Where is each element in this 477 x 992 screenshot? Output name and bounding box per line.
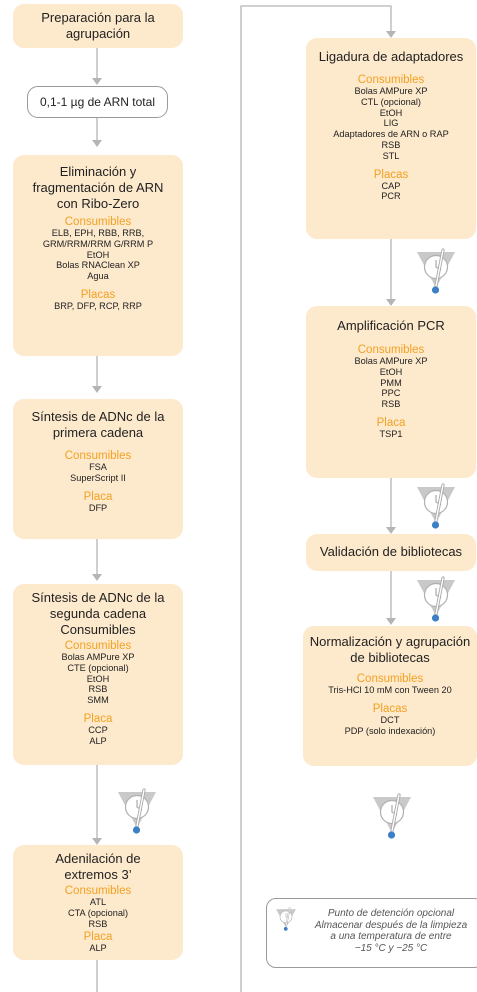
elim-box: Eliminación y fragmentación de ARN con R… <box>13 155 183 356</box>
adenyl-plates-list: ALP <box>13 943 183 954</box>
consumable-item: EtOH <box>86 673 110 684</box>
legend-line: Almacenar después de la limpieza <box>314 919 468 931</box>
stop-point-icon <box>417 248 455 294</box>
plate-item: ALP <box>89 735 107 746</box>
consumable-item: RSB <box>381 139 401 150</box>
consumable-item: RSB <box>381 399 401 410</box>
consumable-item: PMM <box>380 377 402 388</box>
consumable-item: ELB, EPH, RBB, RRB, <box>51 228 145 238</box>
legend-text: Punto de detención opcional Almacenar de… <box>303 908 477 954</box>
elim-plates-list: BRP, DFP, RCP, RRP <box>13 301 183 312</box>
legend-line: −15 °C y −25 °C <box>354 942 428 954</box>
legend-line: Punto de detención opcional <box>327 908 455 919</box>
stop-point-icon <box>373 793 411 839</box>
consumable-item: SMM <box>87 695 109 706</box>
adenyl-consumables-header: Consumibles <box>64 885 132 897</box>
legend-box: Punto de detención opcional Almacenar de… <box>266 898 477 968</box>
consumable-item: Bolas AMPure XP <box>61 652 135 662</box>
consumable-item: Adaptadores de ARN o RAP <box>333 129 449 140</box>
consumable-item: ATL <box>89 897 107 907</box>
first-plates-header: Placa <box>83 490 113 503</box>
consumable-item: EtOH <box>379 107 403 118</box>
stop-point-legend-icon <box>276 907 296 931</box>
consumable-item: PPC <box>381 388 401 399</box>
consumable-item: Bolas RNAClean XP <box>56 260 140 271</box>
second-strand-title: Síntesis de ADNc de la segunda cadena Co… <box>31 590 165 637</box>
consumable-item: CTL (opcional) <box>361 96 421 107</box>
stop-point-icon <box>417 576 455 622</box>
ligation-title: Ligadura de adaptadores <box>318 49 464 64</box>
prep-title: Preparación para la agrupación <box>41 10 155 41</box>
second-consumables-header: Consumibles <box>64 640 132 652</box>
pcr-plates-header: Placa <box>376 416 406 429</box>
first-plates-list: DFP <box>13 503 183 514</box>
consumable-item: EtOH <box>86 249 110 260</box>
legend-line: a una temperatura de entre <box>330 931 452 943</box>
normal-consumables-list: Tris-HCl 10 mM con Tween 20 <box>303 685 477 696</box>
consumable-item: LIG <box>383 118 399 129</box>
plate-item: PDP (solo indexación) <box>344 725 436 736</box>
consumable-item: GRM/RRM/RRM G/RRM P <box>42 238 154 249</box>
pcr-title: Amplificación PCR <box>337 318 445 333</box>
consumable-item: RSB <box>88 684 108 695</box>
ligation-box: Ligadura de adaptadores Consumibles Bola… <box>306 38 476 239</box>
elim-plates-header: Placas <box>80 288 116 301</box>
adenylation-box: Adenilación de extremos 3’ Consumibles A… <box>13 845 183 960</box>
plate-item: CCP <box>88 724 108 735</box>
normal-plates-header: Placas <box>372 702 408 715</box>
consumable-item: RSB <box>88 918 108 929</box>
consumable-item: STL <box>382 150 400 161</box>
plate-item: ALP <box>89 943 107 954</box>
consumable-item: FSA <box>89 462 107 472</box>
pcr-plates-list: TSP1 <box>306 429 476 440</box>
consumable-item: CTE (opcional) <box>67 662 129 673</box>
rna-input-label: 0,1-1 µg de ARN total <box>40 95 155 109</box>
validation-title: Validación de bibliotecas <box>319 544 463 559</box>
consumable-item: Agua <box>87 271 109 282</box>
second-plates-header: Placa <box>83 712 113 725</box>
plate-item: BRP, DFP, RCP, RRP <box>54 300 142 311</box>
first-strand-title: Síntesis de ADNc de la primera cadena <box>31 409 165 440</box>
second-strand-box: Síntesis de ADNc de la segunda cadena Co… <box>13 584 183 765</box>
plate-item: PCR <box>381 191 401 202</box>
plate-item: DFP <box>88 502 108 513</box>
elim-title: Eliminación y fragmentación de ARN con R… <box>32 164 164 211</box>
rna-input-box: 0,1-1 µg de ARN total <box>27 86 168 118</box>
consumable-item: Tris-HCl 10 mM con Tween 20 <box>328 685 452 695</box>
normalization-box: Normalización y agrupación de biblioteca… <box>303 626 477 766</box>
consumable-item: Bolas AMPure XP <box>354 356 428 366</box>
consumable-item: CTA (opcional) <box>67 907 129 918</box>
ligation-plates-header: Placas <box>373 168 409 181</box>
normal-consumables-header: Consumibles <box>356 673 424 685</box>
first-consumables-header: Consumibles <box>64 450 132 462</box>
stop-point-icon <box>417 483 455 529</box>
plate-item: CAP <box>381 180 401 191</box>
validation-box: Validación de bibliotecas <box>306 534 476 571</box>
consumable-item: SuperScript II <box>70 472 126 483</box>
pcr-box: Amplificación PCR Consumibles Bolas AMPu… <box>306 306 476 478</box>
consumable-item: Bolas AMPure XP <box>354 86 428 96</box>
adenylation-title: Adenilación de extremos 3’ <box>55 851 141 882</box>
prep-box: Preparación para la agrupación <box>13 4 183 48</box>
normalization-title: Normalización y agrupación de biblioteca… <box>309 634 471 665</box>
plate-item: TSP1 <box>379 428 403 439</box>
plate-item: DCT <box>380 714 400 725</box>
first-strand-box: Síntesis de ADNc de la primera cadena Co… <box>13 399 183 539</box>
ligation-consumables-header: Consumibles <box>357 74 425 86</box>
consumable-item: EtOH <box>379 366 403 377</box>
pcr-consumables-header: Consumibles <box>357 344 425 356</box>
stop-point-icon <box>118 788 156 834</box>
elim-consumables-header: Consumibles <box>64 216 132 228</box>
adenyl-plates-header: Placa <box>83 931 113 944</box>
